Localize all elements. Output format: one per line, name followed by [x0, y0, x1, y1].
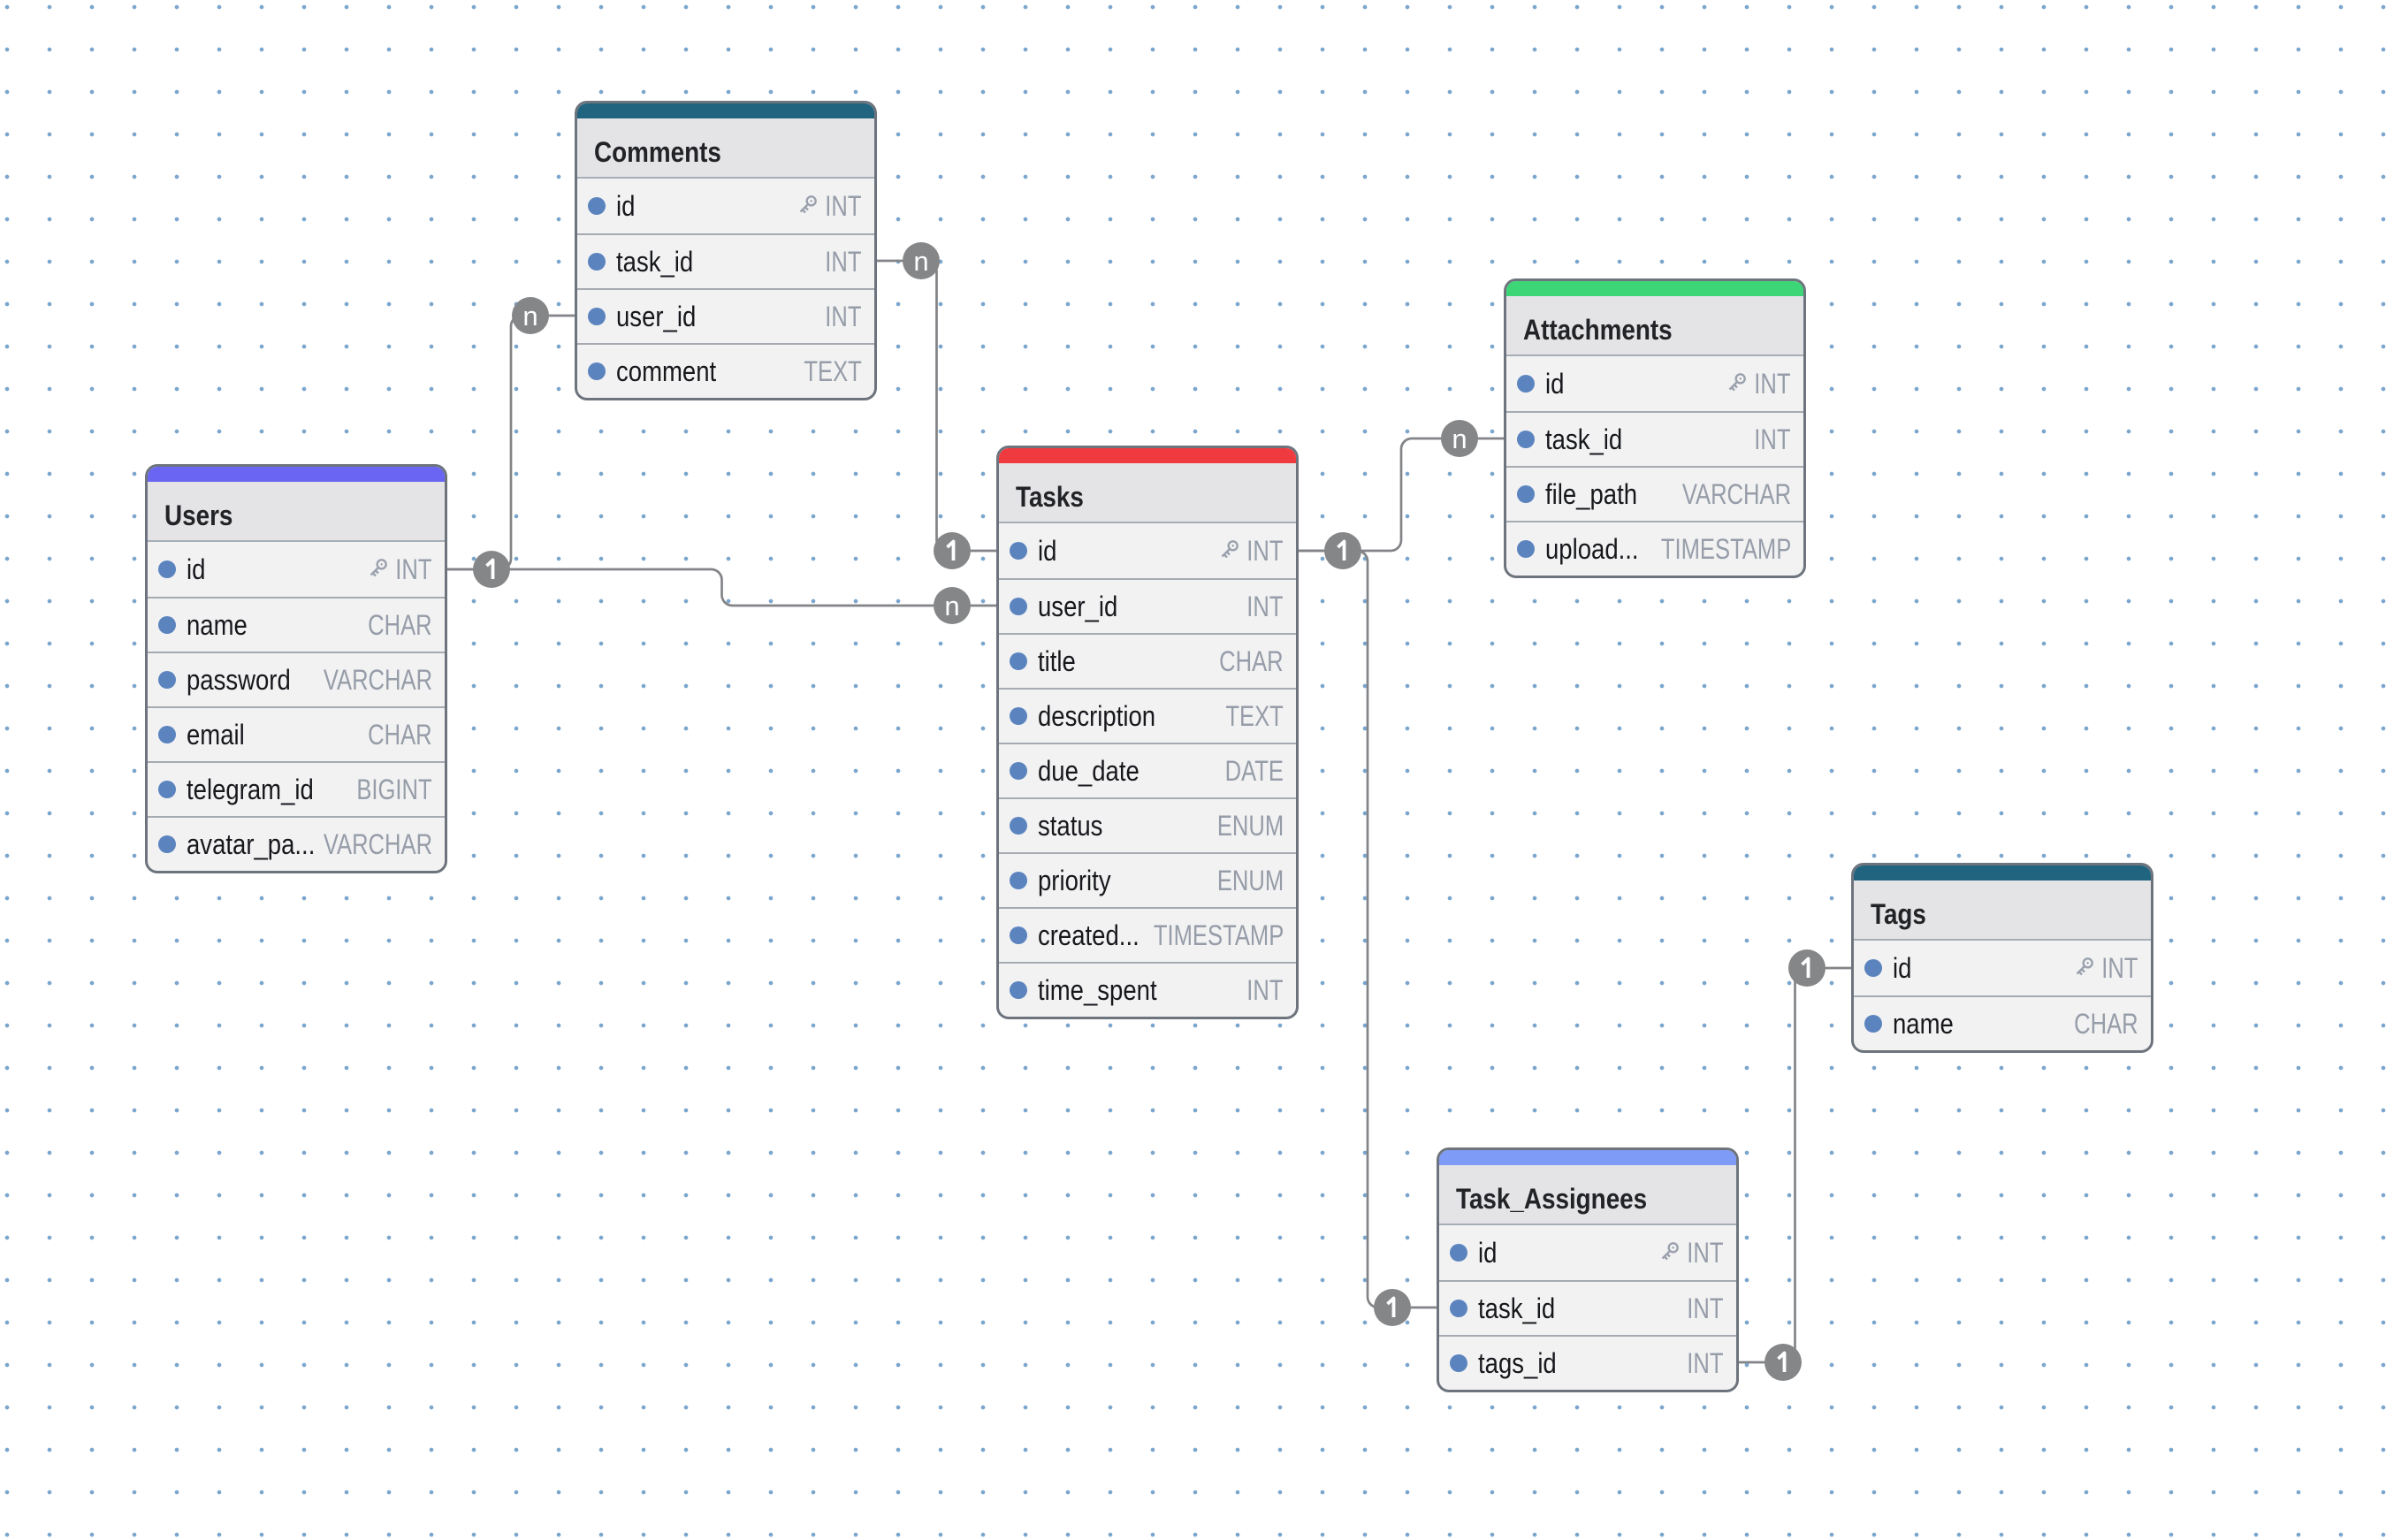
svg-text:n: n — [944, 591, 959, 621]
svg-text:n: n — [913, 246, 928, 277]
svg-text:n: n — [1452, 423, 1467, 454]
svg-text:n: n — [522, 301, 537, 332]
